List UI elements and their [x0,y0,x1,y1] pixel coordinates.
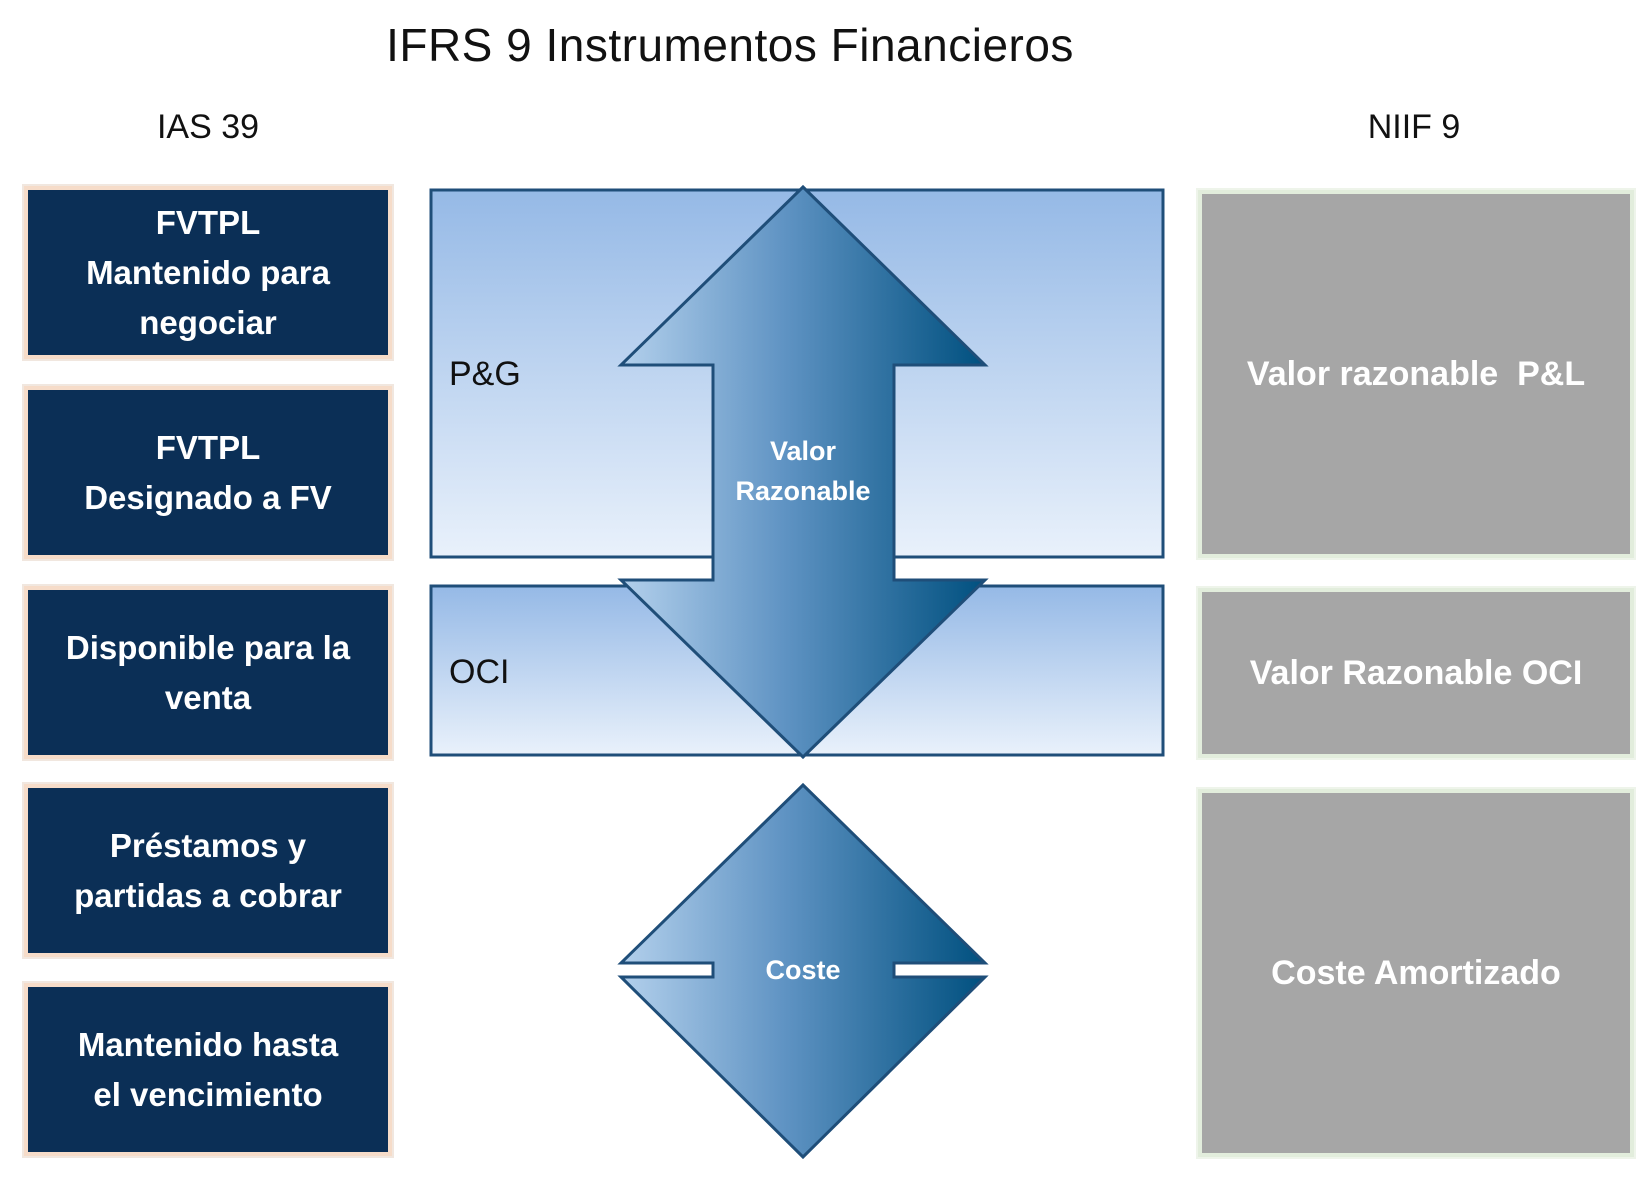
ias39-box-fvtpl-designated: FVTPL Designado a FV [28,390,388,555]
niif9-box-fvtpl: Valor razonable P&L [1202,194,1630,554]
ias39-box-held-to-maturity: Mantenido hasta el vencimiento [28,987,388,1152]
fair-value-label-line2: Razonable [735,476,870,506]
niif9-box-amortized-cost: Coste Amortizado [1202,793,1630,1153]
ias39-label: Préstamos y partidas a cobrar [74,826,342,914]
oci-label: OCI [449,653,509,691]
ias39-label: Mantenido hasta el vencimiento [77,1025,339,1113]
cost-arrow [617,782,989,1160]
niif9-label: Coste Amortizado [1271,953,1561,992]
ias39-box-loans-receivables: Préstamos y partidas a cobrar [28,788,388,953]
ias39-box-available-for-sale: Disponible para la venta [28,590,388,755]
fair-value-label-line1: Valor [770,436,837,466]
niif9-label: Valor Razonable OCI [1249,653,1583,692]
fair-value-arrow [617,184,989,760]
niif9-label: Valor razonable P&L [1246,354,1586,393]
niif9-box-fvoci: Valor Razonable OCI [1202,592,1630,754]
header-niif9: NIIF 9 [1367,108,1461,146]
pg-label: P&G [449,355,521,393]
cost-label: Coste [765,955,840,985]
diagram-title: IFRS 9 Instrumentos Financieros [386,19,1074,71]
ias39-label: FVTPL Mantenido para negociar [86,203,330,341]
ias39-box-fvtpl-trading: FVTPL Mantenido para negociar [28,190,388,355]
ias39-label: FVTPL Designado a FV [84,428,332,516]
ias39-label: Disponible para la venta [65,628,351,716]
header-ias39: IAS 39 [156,108,260,146]
